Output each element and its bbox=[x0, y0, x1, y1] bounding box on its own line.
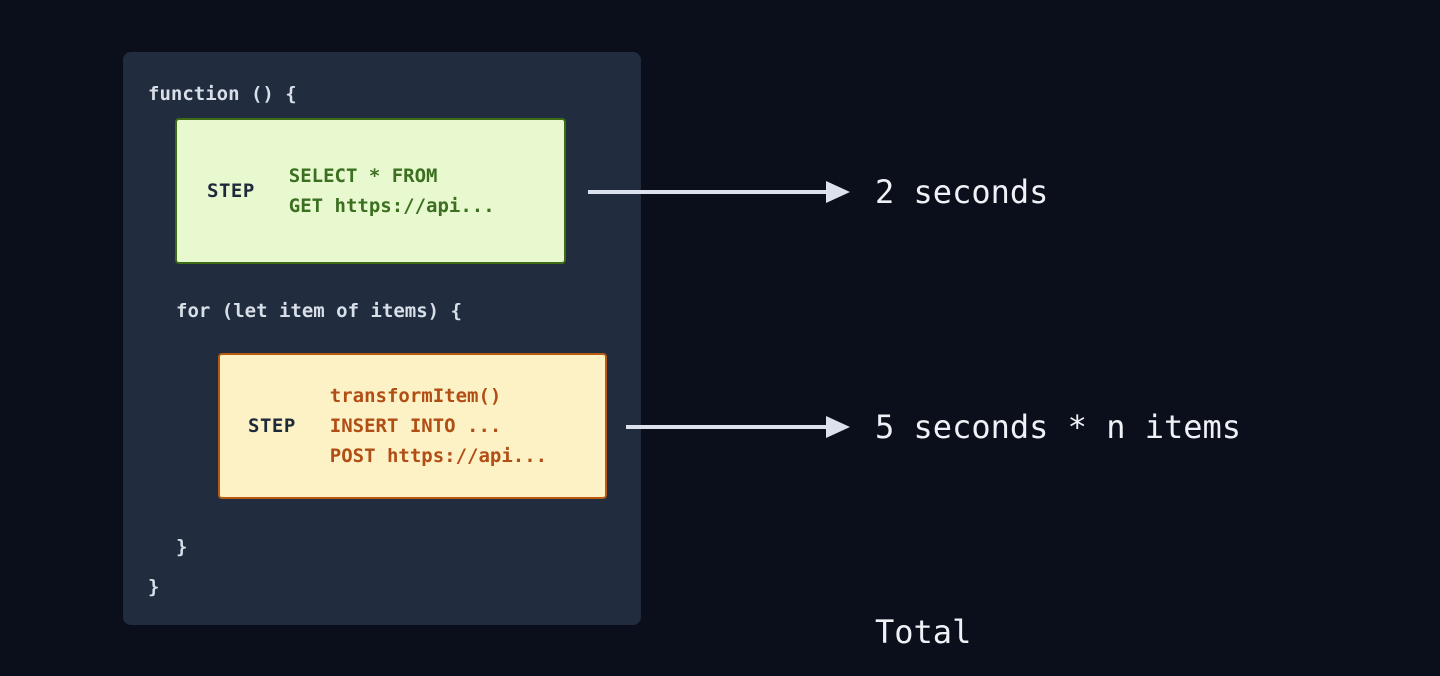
step-code-line: INSERT INTO ... bbox=[329, 415, 502, 437]
step-box-transform-load: STEP transformItem() INSERT INTO ... POS… bbox=[218, 353, 607, 499]
total-summary: Total 100 items = 502 seconds bbox=[875, 530, 1318, 676]
step-code-line: POST https://api... bbox=[329, 445, 548, 467]
step-box-extract: STEP SELECT * FROM GET https://api... bbox=[175, 118, 566, 264]
step-code-lines: transformItem() INSERT INTO ... POST htt… bbox=[330, 381, 547, 471]
step-label: STEP bbox=[207, 180, 255, 202]
code-line-function-open: function () { bbox=[148, 83, 297, 105]
code-panel: function () { STEP SELECT * FROM GET htt… bbox=[123, 52, 641, 625]
code-line-function-close: } bbox=[148, 576, 160, 598]
step-code-line: GET https://api... bbox=[288, 195, 495, 217]
step-code-lines: SELECT * FROM GET https://api... bbox=[289, 161, 495, 221]
code-line-for-open: for (let item of items) { bbox=[176, 300, 462, 322]
arrow-step1-to-time-icon bbox=[588, 181, 850, 203]
step-label: STEP bbox=[248, 415, 296, 437]
step-code-line: SELECT * FROM bbox=[288, 165, 438, 187]
arrow-step2-to-time-icon bbox=[626, 416, 850, 438]
code-line-for-close: } bbox=[176, 536, 188, 558]
total-label: Total bbox=[875, 613, 972, 651]
step1-duration-text: 2 seconds bbox=[875, 173, 1049, 211]
step2-duration-text: 5 seconds * n items bbox=[875, 408, 1242, 446]
step-code-line: transformItem() bbox=[329, 385, 502, 407]
